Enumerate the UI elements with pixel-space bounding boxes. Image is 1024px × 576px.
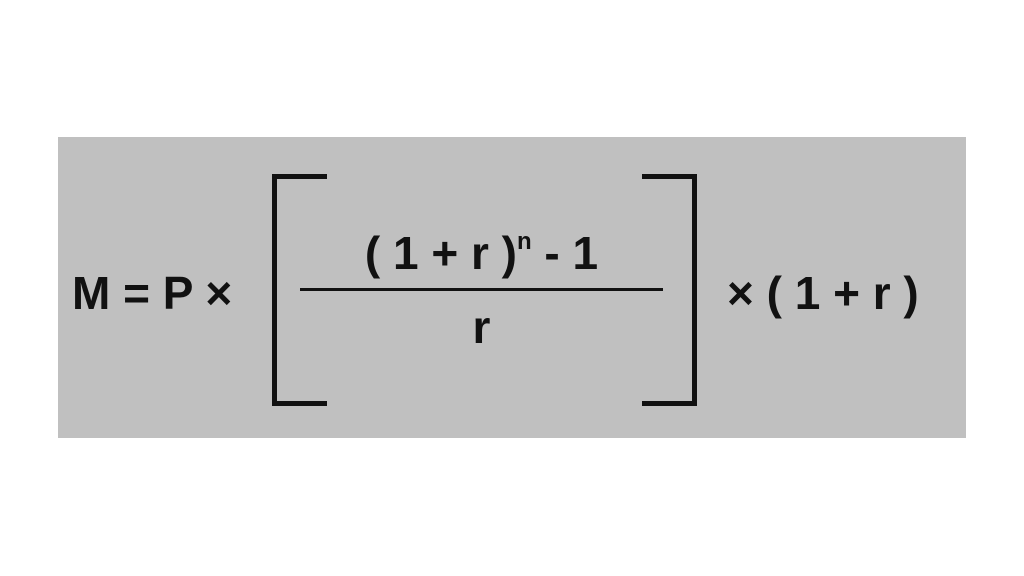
formula-panel xyxy=(58,137,966,438)
formula-lhs: M = P × xyxy=(72,267,233,319)
numerator: ( 1 + r )n - 1 xyxy=(300,227,663,279)
left-bracket xyxy=(272,174,327,406)
formula-rhs: × ( 1 + r ) xyxy=(727,267,919,319)
fraction-line xyxy=(300,288,663,291)
right-bracket xyxy=(642,174,697,406)
numerator-base: ( 1 + r ) xyxy=(364,227,517,279)
numerator-exponent: n xyxy=(516,228,532,255)
numerator-tail: - 1 xyxy=(531,227,599,279)
denominator: r xyxy=(472,301,491,353)
